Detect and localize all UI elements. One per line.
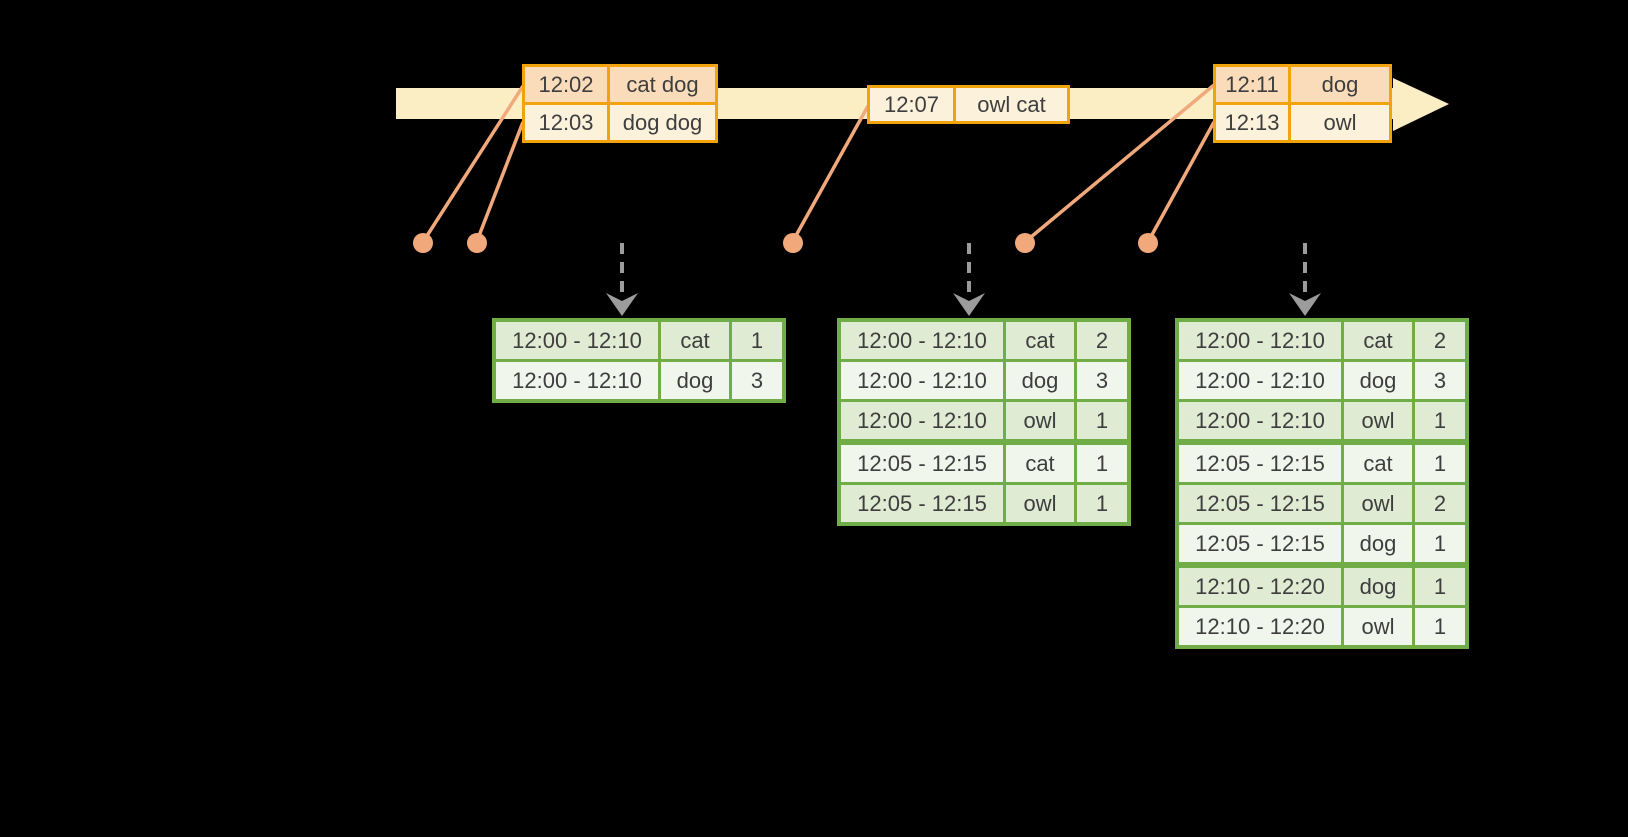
count-cell: 1 [1412, 439, 1469, 485]
event-words: dog [1291, 67, 1389, 102]
word-cell: cat [658, 318, 732, 362]
word-cell: cat [1003, 439, 1077, 485]
table-row: 12:05 - 12:15 dog 1 [1175, 522, 1469, 567]
count-cell: 2 [1074, 318, 1131, 362]
event-time: 12:02 [525, 67, 607, 102]
table-row: 12:00 - 12:10 cat 2 [837, 318, 1131, 362]
table-row: 12:00 - 12:10 dog 3 [492, 359, 786, 403]
count-cell: 1 [1412, 605, 1469, 649]
table-row: 12:00 - 12:10 cat 1 [492, 318, 786, 362]
window-cell: 12:00 - 12:10 [1175, 399, 1344, 444]
event-words: owl [1291, 105, 1389, 140]
word-cell: dog [1341, 359, 1415, 402]
count-cell: 2 [1412, 482, 1469, 525]
table-row: 12:10 - 12:20 dog 1 [1175, 562, 1469, 608]
window-cell: 12:00 - 12:10 [492, 318, 661, 362]
word-cell: dog [1003, 359, 1077, 402]
count-cell: 1 [1412, 562, 1469, 608]
count-cell: 1 [1412, 522, 1469, 567]
event-words: cat dog [610, 67, 715, 102]
word-cell: cat [1003, 318, 1077, 362]
result-table-1: 12:00 - 12:10 cat 1 12:00 - 12:10 dog 3 [492, 318, 786, 403]
word-cell: owl [1003, 399, 1077, 444]
word-cell: owl [1341, 605, 1415, 649]
table-row: 12:10 - 12:20 owl 1 [1175, 605, 1469, 649]
word-cell: dog [1341, 522, 1415, 567]
word-cell: cat [1341, 318, 1415, 362]
table-row: 12:05 - 12:15 cat 1 [1175, 439, 1469, 485]
window-cell: 12:05 - 12:15 [837, 482, 1006, 526]
trigger-arrow-head-icon [953, 293, 985, 316]
timeline-arrowhead-icon [1393, 78, 1449, 131]
table-row: 12:00 - 12:10 dog 3 [1175, 359, 1469, 402]
event-box-2: 12:07 owl cat [867, 85, 1070, 124]
result-table-2: 12:00 - 12:10 cat 2 12:00 - 12:10 dog 3 … [837, 318, 1131, 526]
event-connector-line [791, 105, 870, 242]
word-cell: owl [1341, 482, 1415, 525]
window-cell: 12:10 - 12:20 [1175, 562, 1344, 608]
trigger-arrow-head-icon [606, 293, 638, 316]
table-row: 12:05 - 12:15 owl 1 [837, 482, 1131, 526]
count-cell: 1 [1412, 399, 1469, 444]
word-cell: owl [1003, 482, 1077, 526]
count-cell: 3 [1074, 359, 1131, 402]
window-cell: 12:05 - 12:15 [1175, 439, 1344, 485]
event-time-dot-icon [413, 233, 433, 253]
event-words: dog dog [610, 105, 715, 140]
count-cell: 3 [1412, 359, 1469, 402]
word-cell: dog [658, 359, 732, 403]
window-cell: 12:10 - 12:20 [1175, 605, 1344, 649]
table-row: 12:00 - 12:10 owl 1 [837, 399, 1131, 444]
event-time-dot-icon [783, 233, 803, 253]
count-cell: 1 [1074, 439, 1131, 485]
event-words: owl cat [956, 88, 1067, 121]
count-cell: 1 [729, 318, 786, 362]
window-cell: 12:00 - 12:10 [1175, 318, 1344, 362]
count-cell: 1 [1074, 399, 1131, 444]
window-cell: 12:05 - 12:15 [1175, 482, 1344, 525]
table-row: 12:00 - 12:10 owl 1 [1175, 399, 1469, 444]
event-connector-line [475, 121, 525, 242]
count-cell: 3 [729, 359, 786, 403]
event-box-3: 12:11 dog 12:13 owl [1213, 64, 1392, 143]
event-time-dot-icon [1138, 233, 1158, 253]
event-time: 12:11 [1216, 67, 1288, 102]
event-connector-line [1146, 121, 1216, 243]
window-cell: 12:05 - 12:15 [837, 439, 1006, 485]
table-row: 12:00 - 12:10 dog 3 [837, 359, 1131, 402]
event-time: 12:07 [870, 88, 953, 121]
result-table-3: 12:00 - 12:10 cat 2 12:00 - 12:10 dog 3 … [1175, 318, 1469, 649]
word-cell: owl [1341, 399, 1415, 444]
trigger-arrow-head-icon [1289, 293, 1321, 316]
table-row: 12:05 - 12:15 cat 1 [837, 439, 1131, 485]
window-cell: 12:00 - 12:10 [837, 318, 1006, 362]
table-row: 12:00 - 12:10 cat 2 [1175, 318, 1469, 362]
event-box-1: 12:02 cat dog 12:03 dog dog [522, 64, 718, 143]
word-cell: dog [1341, 562, 1415, 608]
word-cell: cat [1341, 439, 1415, 485]
window-cell: 12:05 - 12:15 [1175, 522, 1344, 567]
window-cell: 12:00 - 12:10 [837, 399, 1006, 444]
event-time: 12:13 [1216, 105, 1288, 140]
count-cell: 1 [1074, 482, 1131, 526]
table-row: 12:05 - 12:15 owl 2 [1175, 482, 1469, 525]
event-time-dot-icon [467, 233, 487, 253]
event-time-dot-icon [1015, 233, 1035, 253]
window-cell: 12:00 - 12:10 [837, 359, 1006, 402]
window-cell: 12:00 - 12:10 [1175, 359, 1344, 402]
window-cell: 12:00 - 12:10 [492, 359, 661, 403]
count-cell: 2 [1412, 318, 1469, 362]
event-time: 12:03 [525, 105, 607, 140]
